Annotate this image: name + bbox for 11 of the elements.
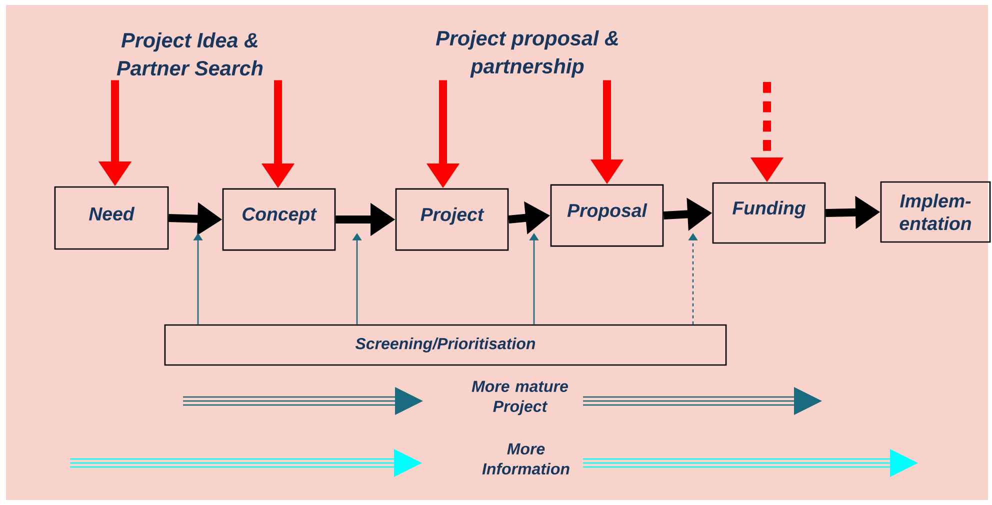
process-box: Implem- entation: [880, 181, 991, 243]
process-box: Funding: [712, 182, 826, 244]
process-box: Concept: [222, 188, 336, 251]
heading: Project Idea & Partner Search: [116, 32, 263, 76]
arrow-caption: More Information: [482, 443, 570, 475]
process-box: Proposal: [550, 184, 664, 247]
process-box: Project: [395, 188, 509, 251]
screening-bar: Screening/Prioritisation: [164, 324, 727, 366]
process-box: Need: [54, 186, 169, 250]
arrow-caption: More mature Project: [472, 380, 568, 416]
heading: Project proposal & partnership: [436, 30, 618, 78]
